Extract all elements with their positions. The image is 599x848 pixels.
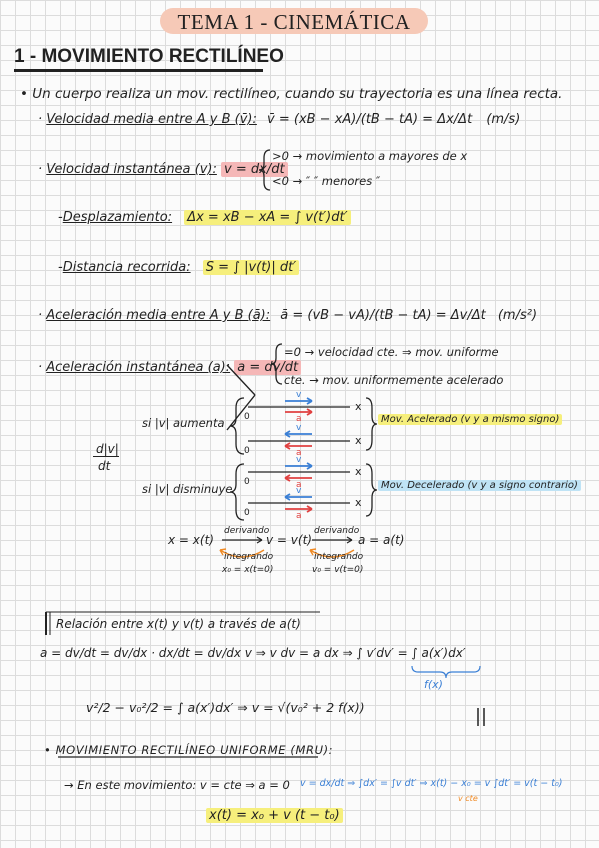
vmedia-line: · Velocidad media entre A y B (v̄): v̄ =… (38, 112, 521, 127)
axis-x-label-2: x (355, 434, 362, 447)
zero-label-1: 0 (244, 412, 250, 422)
v-label-4: v (296, 486, 302, 496)
vmedia-label: Velocidad media entre A y B (v̄): (46, 112, 257, 127)
integrando-label-1: integrando (224, 552, 274, 562)
vmedia-formula: v̄ = (xB − xA)/(tB − tA) = Δx/Δt (267, 112, 473, 127)
ainst-case1: =0 → velocidad cte. ⇒ mov. uniforme (284, 345, 499, 359)
dist-label: Distancia recorrida: (62, 260, 191, 275)
branch-arrows (226, 364, 256, 431)
mru-blue-note: v cte (458, 794, 478, 803)
section-title: 1 - MOVIMIENTO RECTILÍNEO (14, 46, 284, 67)
amedia-formula: ā = (vB − vA)/(tB − tA) = Δv/Δt (280, 308, 486, 323)
result-down: Mov. Decelerado (v y a signo contrario) (378, 480, 581, 491)
page-title: TEMA 1 - CINEMÁTICA (160, 8, 428, 34)
v-label-3: v (296, 455, 302, 465)
v-label-2: v (296, 423, 302, 433)
relacion-eq2: v²/2 − v₀²/2 = ∫ a(x′)dx′ ⇒ v = √(v₀² + … (86, 700, 365, 715)
result-up: Mov. Acelerado (v y a mismo signo) (378, 414, 563, 425)
vinst-label: Velocidad instantánea (v): (46, 162, 217, 177)
relacion-fx: f(x) (424, 678, 443, 691)
a-label-4: a (296, 511, 302, 521)
mru-line: → En este movimiento: v = cte ⇒ a = 0 (64, 778, 290, 792)
ainst-case2: cte. → mov. uniformemente acelerado (284, 373, 504, 387)
relacion-title: Relación entre x(t) y v(t) a través de a… (56, 617, 301, 631)
intro-line: • Un cuerpo realiza un mov. rectilíneo, … (20, 86, 563, 102)
derivando-label-1: derivando (224, 526, 270, 536)
mru-title: • MOVIMIENTO RECTILÍNEO UNIFORME (MRU): (44, 743, 334, 757)
ainst-label: Aceleración instantánea (a): (46, 360, 231, 375)
brace-up-right (365, 397, 378, 451)
brace-down-right (365, 463, 378, 517)
a-label-1: a (296, 414, 302, 424)
relacion-eq1: a = dv/dt = dv/dx · dx/dt = dv/dx v ⇒ v … (40, 646, 466, 660)
derivando-label-2: derivando (314, 526, 360, 536)
cond-x: x₀ = x(t=0) (222, 565, 274, 575)
branch-down-label: si |v| disminuye (142, 482, 233, 496)
vinst-formula: v = dx/dt (221, 162, 288, 177)
desp-line: -Desplazamiento: Δx = xB − xA = ∫ v(t′)d… (58, 210, 351, 225)
amedia-unit: (m/s²) (497, 308, 538, 323)
dt-label: dt (98, 459, 111, 473)
dv-fraction-bar (93, 456, 119, 457)
vinst-case2: <0 → ″ ″ menores ″ (272, 174, 381, 188)
dv-label: d|v| (96, 442, 119, 456)
axis-x-label-3: x (355, 465, 362, 478)
desp-formula: Δx = xB − xA = ∫ v(t′)dt′ (184, 210, 351, 225)
amedia-line: · Aceleración media entre A y B (ā): ā =… (38, 308, 538, 323)
branch-up-label: si |v| aumenta (142, 416, 225, 430)
section-underline (14, 69, 263, 72)
vinst-case1: >0 → movimiento a mayores de x (272, 149, 468, 163)
a-eq: a = a(t) (358, 533, 405, 547)
brace-up-left (229, 397, 245, 455)
x-eq: x = x(t) (168, 533, 214, 547)
ainst-line: · Aceleración instantánea (a): a = dv/dt (38, 360, 302, 375)
desp-label: Desplazamiento: (62, 210, 173, 225)
cond-v: v₀ = v(t=0) (312, 565, 364, 575)
amedia-label: Aceleración media entre A y B (ā): (46, 308, 271, 323)
vinst-line: · Velocidad instantánea (v): v = dx/dt (38, 162, 288, 177)
dist-line: -Distancia recorrida: S = ∫ |v(t)| dt′ (58, 260, 300, 275)
zero-label-2: 0 (244, 446, 250, 456)
ainst-formula: a = dv/dt (234, 360, 302, 375)
vinst-brace (258, 149, 271, 191)
brace-down-left (229, 463, 245, 521)
mru-blue-derivation: v = dx/dt ⇒ ∫dx′ = ∫v dt′ ⇒ x(t) − x₀ = … (300, 778, 563, 789)
ainst-brace (270, 343, 283, 385)
zero-label-3: 0 (244, 477, 250, 487)
v-eq: v = v(t) (266, 533, 312, 547)
v-label-1: v (296, 390, 302, 400)
axis-x-label-4: x (355, 496, 362, 509)
integ-arrow-1 (219, 549, 265, 558)
vmedia-unit: (m/s) (486, 112, 521, 127)
a-label-2: a (296, 448, 302, 458)
mru-final: x(t) = x₀ + v (t − t₀) (206, 808, 343, 823)
a-label-3: a (296, 480, 302, 490)
fx-brace (411, 665, 481, 679)
zero-label-4: 0 (244, 508, 250, 518)
dist-formula: S = ∫ |v(t)| dt′ (202, 260, 300, 275)
axis-x-label-1: x (355, 400, 362, 413)
integ-arrow-2 (309, 549, 355, 558)
integrando-label-2: integrando (314, 552, 364, 562)
